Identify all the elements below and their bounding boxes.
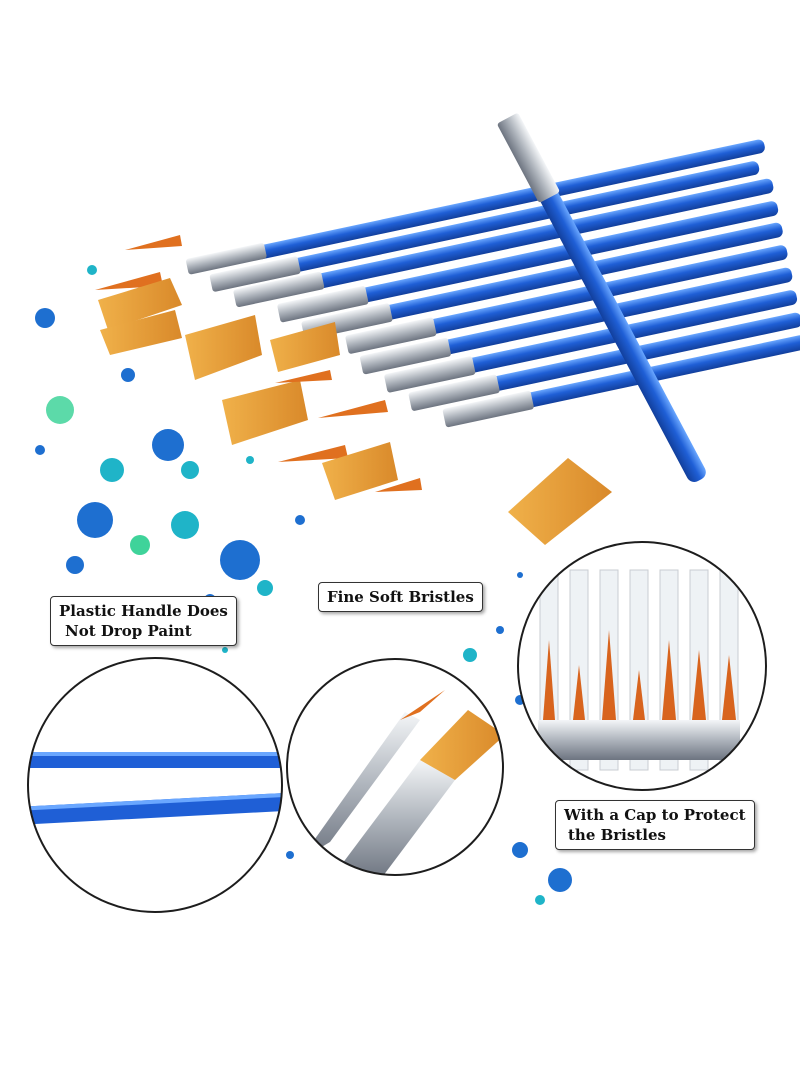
handle-callout-line1: Plastic Handle Does [59, 602, 228, 620]
capped-brushes-closeup [517, 541, 767, 791]
handle-callout-line2: Not Drop Paint [65, 622, 192, 640]
cap-callout-line1: With a Cap to Protect [564, 806, 746, 824]
cap-callout: With a Cap to Protect the Bristles [555, 800, 755, 850]
handle-callout: Plastic Handle Does Not Drop Paint [50, 596, 237, 646]
bristle-closeup [286, 658, 504, 876]
paint-brush-bundle [95, 113, 800, 545]
bristles-callout-text: Fine Soft Bristles [327, 588, 474, 606]
bristles-callout: Fine Soft Bristles [318, 582, 483, 612]
handle-closeup [27, 657, 283, 913]
cap-callout-line2: the Bristles [568, 826, 666, 844]
